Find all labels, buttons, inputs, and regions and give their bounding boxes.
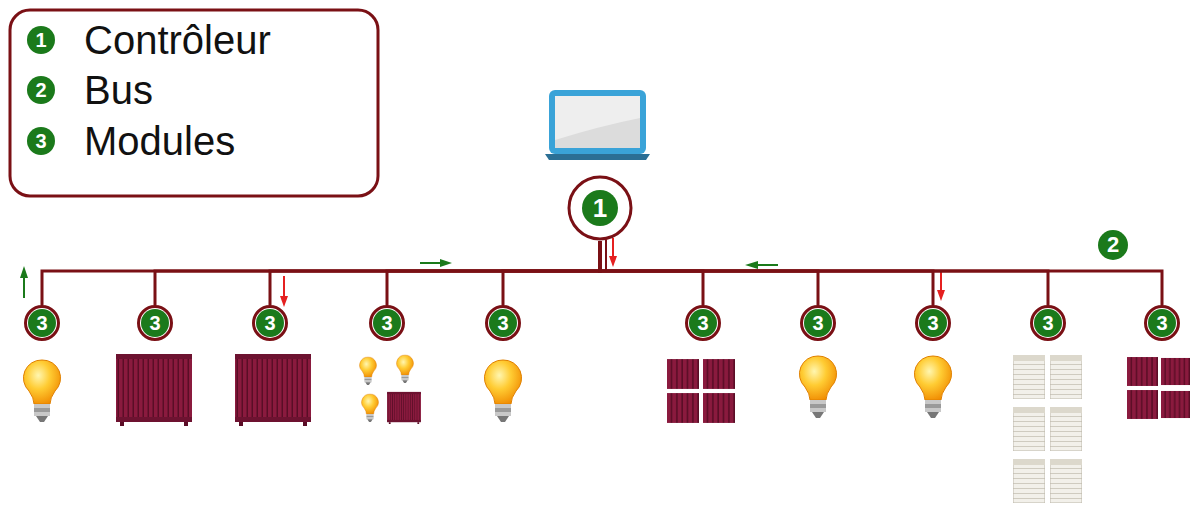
controller-node: 1 bbox=[567, 175, 633, 241]
callout-number: 1 bbox=[27, 26, 55, 54]
bus-line bbox=[503, 241, 600, 305]
legend-text: Bus bbox=[84, 70, 153, 110]
module-node: 3 bbox=[137, 305, 173, 341]
bus-line bbox=[42, 241, 600, 305]
callout-number: 3 bbox=[373, 309, 401, 337]
callout-number: 2 bbox=[1098, 230, 1128, 260]
module-node: 3 bbox=[252, 305, 288, 341]
bus-line bbox=[600, 241, 1162, 305]
callout-number: 1 bbox=[582, 190, 618, 226]
module-node: 3 bbox=[915, 305, 951, 341]
bus-line bbox=[270, 241, 600, 305]
callout-number: 3 bbox=[256, 309, 284, 337]
bus-line bbox=[600, 241, 703, 305]
callout-number: 2 bbox=[27, 76, 55, 104]
legend-text: Contrôleur bbox=[84, 20, 271, 60]
legend-text: Modules bbox=[84, 121, 235, 161]
callout-number: 3 bbox=[1148, 309, 1176, 337]
callout-number: 3 bbox=[804, 309, 832, 337]
bus-line bbox=[600, 241, 1048, 305]
module-node: 3 bbox=[369, 305, 405, 341]
callout-number: 3 bbox=[489, 309, 517, 337]
bus-line bbox=[155, 241, 600, 305]
bus-line bbox=[600, 241, 818, 305]
callout-number: 3 bbox=[27, 127, 55, 155]
module-node: 3 bbox=[800, 305, 836, 341]
callout-number: 3 bbox=[28, 309, 56, 337]
callout-number: 3 bbox=[1034, 309, 1062, 337]
module-node: 3 bbox=[1030, 305, 1066, 341]
module-node: 3 bbox=[24, 305, 60, 341]
bus-line bbox=[387, 241, 600, 305]
callout-number: 3 bbox=[689, 309, 717, 337]
bus-line bbox=[600, 241, 933, 305]
module-node: 3 bbox=[485, 305, 521, 341]
callout-number: 3 bbox=[919, 309, 947, 337]
module-node: 3 bbox=[685, 305, 721, 341]
module-node: 3 bbox=[1144, 305, 1180, 341]
callout-number: 3 bbox=[141, 309, 169, 337]
